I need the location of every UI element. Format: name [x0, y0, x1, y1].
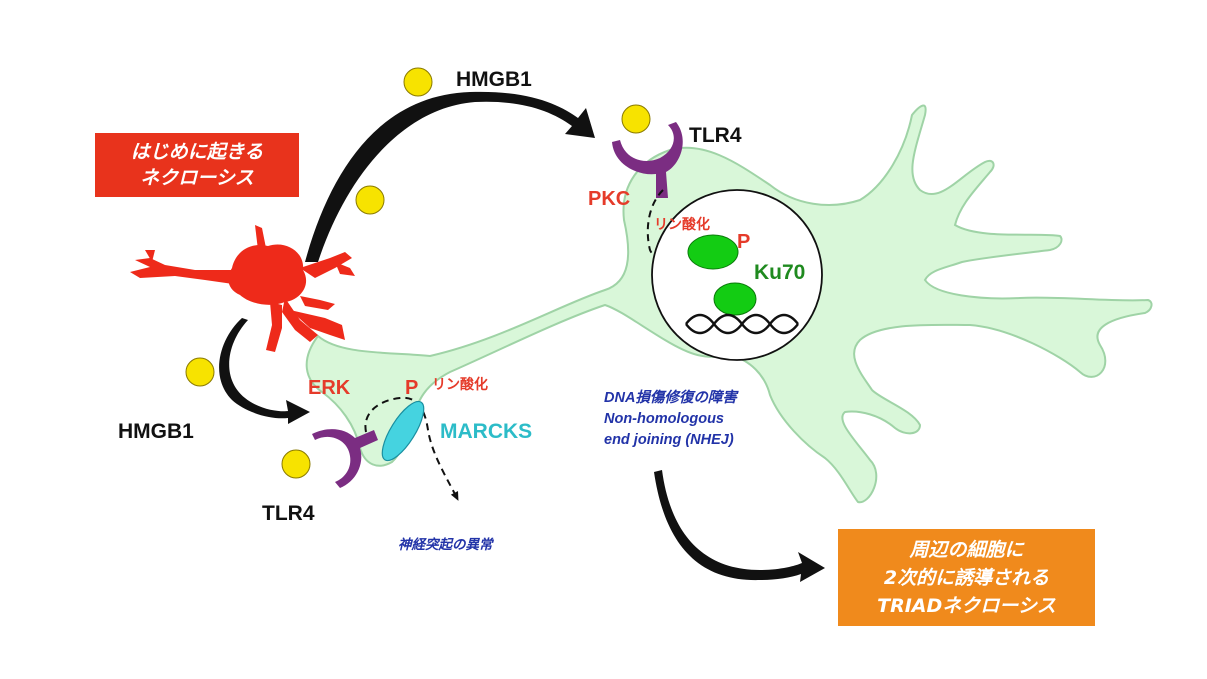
nucleus — [651, 189, 823, 361]
arrow-to-secondary — [654, 470, 825, 582]
arrow-hmgb1-left — [219, 318, 310, 424]
neurite-abnormality-label: 神経突起の異常 — [398, 537, 493, 552]
ku70-protein-phospho — [687, 234, 739, 270]
marcks-label: MARCKS — [440, 420, 533, 443]
phosphorylation-label-bottom: リン酸化 — [432, 376, 488, 392]
tlr4-label-top: TLR4 — [689, 124, 742, 147]
phosphate-label-top: P — [737, 231, 751, 253]
dna-repair-line-2: Non-homologous — [604, 411, 725, 427]
necrotic-cell — [130, 225, 355, 352]
initial-necrosis-line-1: はじめに起きる — [130, 141, 264, 163]
marcks-protein — [381, 400, 425, 462]
initial-necrosis-line-2: ネクローシス — [140, 167, 254, 189]
hmgb1-label-top: HMGB1 — [456, 68, 532, 91]
ku70-label: Ku70 — [754, 261, 806, 284]
dna-repair-line-1: DNA損傷修復の障害 — [604, 390, 737, 406]
hmgb1-molecules — [185, 67, 651, 479]
secondary-necrosis-line-1: 周辺の細胞に — [909, 538, 1024, 561]
erk-label: ERK — [308, 377, 351, 399]
phosphate-label-bottom: P — [405, 377, 419, 399]
initial-necrosis-box: はじめに起きる ネクローシス — [95, 133, 299, 197]
secondary-necrosis-line-3: TRIADネクローシス — [877, 594, 1056, 617]
tlr4-receptor-top — [612, 122, 683, 198]
hmgb1-label-left: HMGB1 — [118, 420, 194, 443]
dna-repair-line-3: end joining (NHEJ) — [604, 432, 734, 448]
secondary-necrosis-line-2: 2次的に誘導される — [883, 566, 1050, 589]
pkc-label: PKC — [588, 188, 631, 210]
phosphorylation-label-top: リン酸化 — [654, 216, 710, 232]
tlr4-receptor-bottom — [312, 429, 378, 488]
dna-repair-text: DNA損傷修復の障害 Non-homologous end joining (N… — [604, 388, 737, 451]
ku70-protein — [713, 282, 757, 316]
arrow-hmgb1-top — [305, 91, 595, 262]
dashed-arrow-erk — [364, 396, 459, 501]
dna-double-helix — [685, 313, 799, 335]
secondary-necrosis-box: 周辺の細胞に 2次的に誘導される TRIADネクローシス — [838, 529, 1095, 626]
tlr4-label-bottom: TLR4 — [262, 502, 315, 525]
